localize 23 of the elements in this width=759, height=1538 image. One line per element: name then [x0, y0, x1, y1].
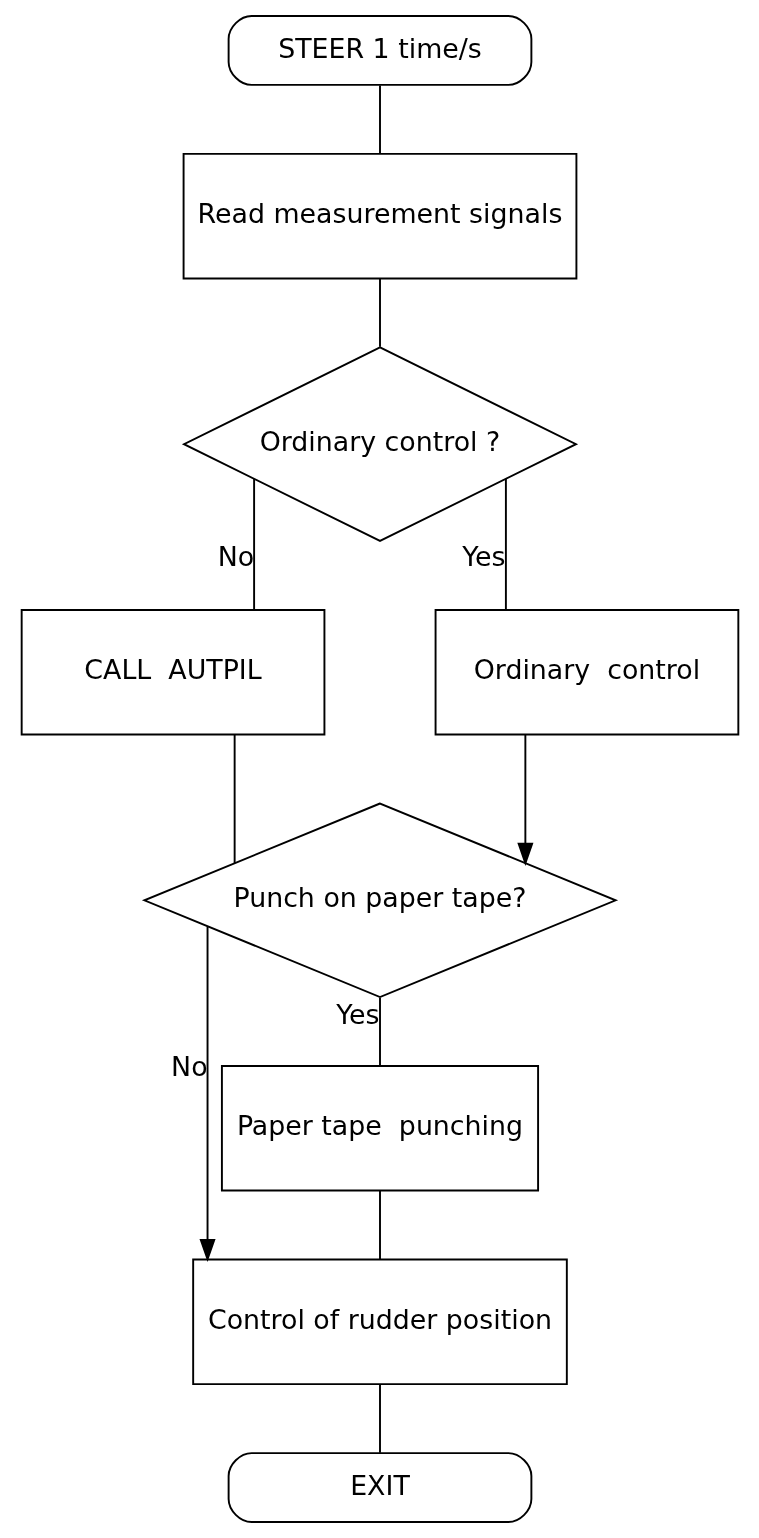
connector [233, 733, 236, 864]
node-diamond: Punch on paper tape? [141, 802, 618, 999]
node-box: STEER 1 time/s [227, 14, 532, 86]
edge-label: No [170, 1051, 208, 1082]
connector [378, 996, 381, 1067]
connector [378, 277, 381, 348]
node-box: EXIT [227, 1452, 532, 1524]
arrow [198, 925, 216, 1262]
arrow [516, 733, 533, 866]
node-diamond: Ordinary control ? [181, 346, 578, 543]
edge-label: Yes [335, 999, 380, 1031]
node-box: CALL AUTPIL [20, 609, 325, 736]
connector [504, 477, 507, 611]
connector [378, 1383, 381, 1454]
connector [252, 477, 255, 611]
node-box: Control of rudder position [191, 1258, 568, 1386]
connector [378, 1189, 381, 1260]
edge-label: Yes [461, 540, 506, 572]
connector [378, 84, 381, 155]
node-box: Paper tape punching [220, 1065, 539, 1192]
node-box: Ordinary control [434, 609, 739, 736]
node-box: Read measurement signals [182, 152, 577, 280]
edge-label: No [217, 540, 254, 572]
